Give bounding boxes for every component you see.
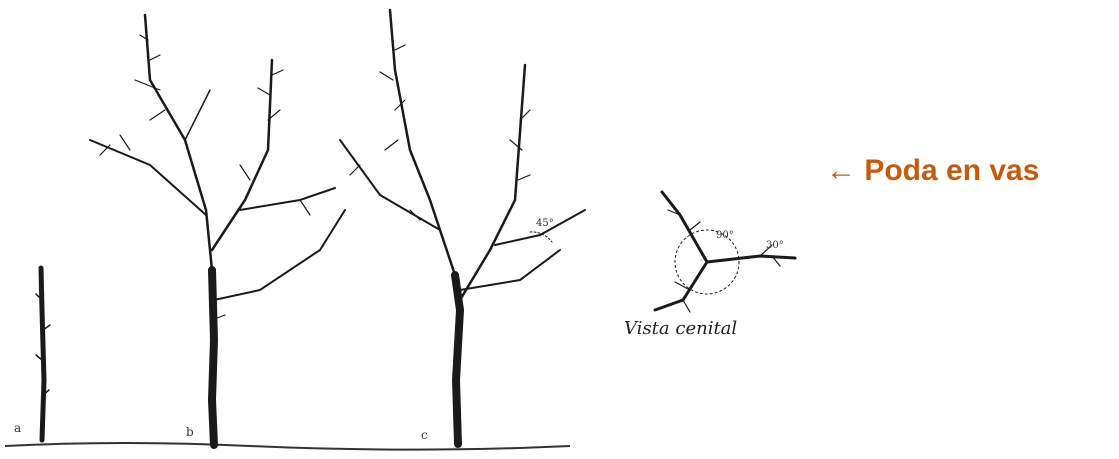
title-text: Poda en vas	[864, 154, 1039, 187]
tree-b	[90, 15, 345, 445]
ground-line	[5, 443, 570, 450]
top-view-caption: Vista cenital	[624, 318, 737, 339]
tree-a-label: a	[14, 421, 21, 435]
tree-b-label: b	[186, 425, 194, 439]
tree-c-label: c	[421, 428, 428, 442]
tree-a	[36, 268, 50, 440]
angle-90: 90°	[716, 230, 734, 241]
angle-30: 30°	[766, 240, 784, 251]
top-view	[655, 192, 795, 312]
arrow-left-icon: ←	[826, 154, 856, 187]
angle-45: 45°	[536, 218, 554, 229]
page-title: ← Poda en vas	[826, 154, 1039, 188]
